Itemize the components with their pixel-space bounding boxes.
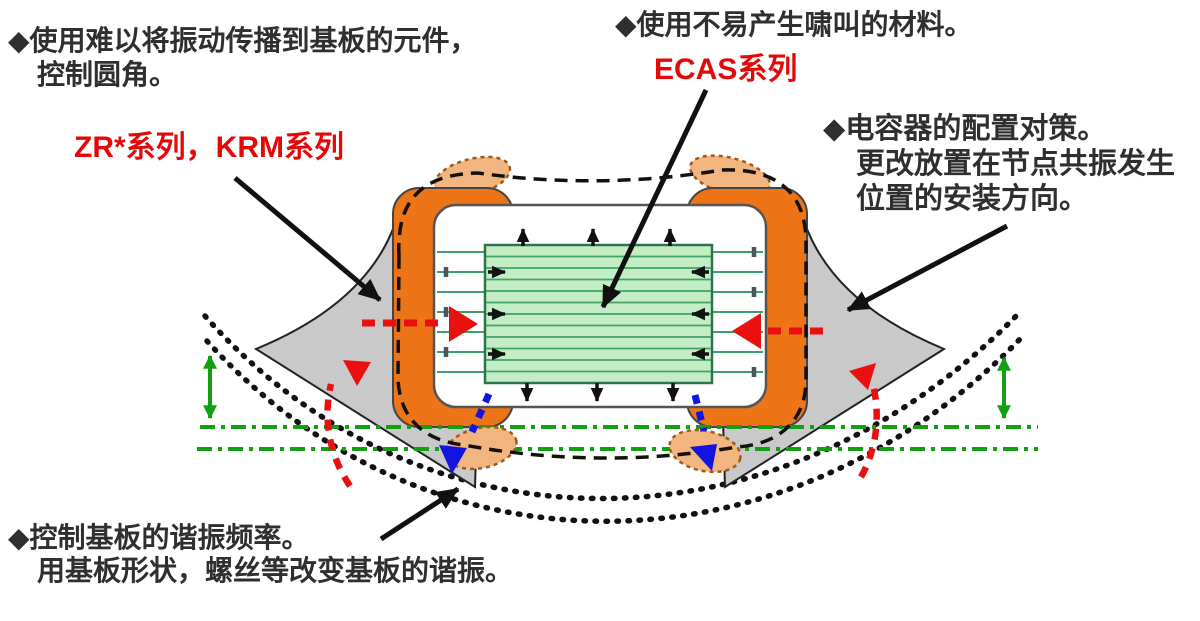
diamond-bullet-icon: ◆ <box>615 9 637 40</box>
stress-arrow-bottom-left <box>439 392 493 474</box>
note-line: 用基板形状，螺丝等改变基板的谐振。 <box>37 555 514 586</box>
note-line: 位置的安装方向。 <box>856 183 1089 215</box>
rocking-vibration-arrow-right <box>849 363 880 479</box>
expansion-arrows <box>488 227 709 403</box>
note-capacitor-placement: ◆电容器的配置对策。 更改放置在节点共振发生 位置的安装方向。 <box>823 112 1175 217</box>
note-line: 使用不易产生啸叫的材料。 <box>636 9 973 40</box>
rocking-vibration-arrow-left <box>324 360 371 488</box>
pointer-to-board <box>379 486 460 542</box>
pointer-to-fillet-right <box>846 223 1009 313</box>
note-board-resonance: ◆控制基板的谐振频率。 用基板形状，螺丝等改变基板的谐振。 <box>8 521 513 587</box>
note-quiet-material: ◆使用不易产生啸叫的材料。 <box>615 8 973 42</box>
note-line: 控制圆角。 <box>37 59 178 90</box>
note-line: 控制基板的谐振频率。 <box>29 522 310 553</box>
label-ecas-series: ECAS系列 <box>654 53 798 86</box>
diamond-bullet-icon: ◆ <box>8 25 30 56</box>
compression-arrow-left <box>362 306 478 342</box>
pointer-to-electrode-block <box>600 88 709 309</box>
note-line: 使用难以将振动传播到基板的元件， <box>29 25 478 56</box>
diamond-bullet-icon: ◆ <box>823 113 846 145</box>
electrode-stack-block <box>483 243 714 385</box>
note-low-vibration-component: ◆使用难以将振动传播到基板的元件， 控制圆角。 <box>8 24 478 92</box>
compression-arrow-right <box>732 313 823 349</box>
diamond-bullet-icon: ◆ <box>8 522 30 553</box>
label-zr-krm-series: ZR*系列，KRM系列 <box>74 131 344 164</box>
deformed-shape-outline <box>396 168 808 460</box>
note-line: 电容器的配置对策。 <box>845 113 1107 145</box>
pointer-to-fillet-left <box>233 176 382 302</box>
stress-arrow-bottom-right <box>690 394 717 471</box>
note-line: 更改放置在节点共振发生 <box>856 148 1176 180</box>
pcb-board-bent-outline <box>202 309 1025 524</box>
